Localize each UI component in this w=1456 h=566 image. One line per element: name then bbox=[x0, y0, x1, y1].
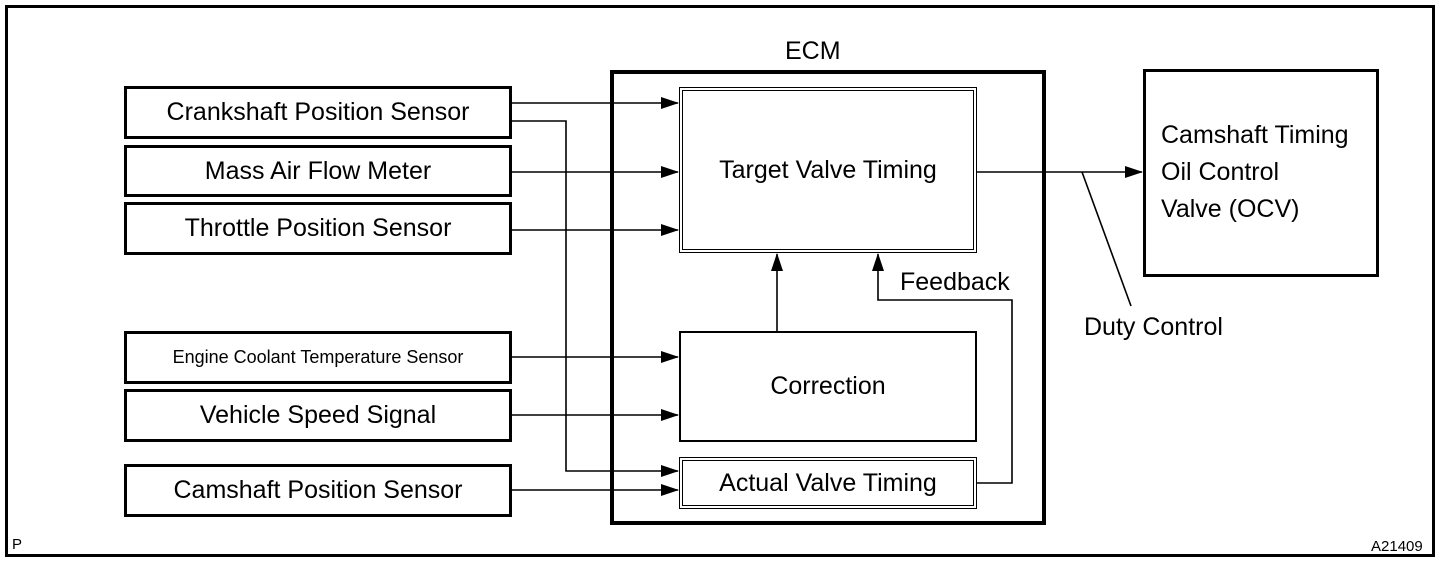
ocv-label-line2: Oil Control bbox=[1161, 158, 1280, 186]
input-crankshaft-position-sensor: Crankshaft Position Sensor bbox=[124, 86, 512, 139]
input-throttle-position-sensor: Throttle Position Sensor bbox=[124, 202, 512, 255]
ocv-label-line1: Camshaft Timing bbox=[1161, 121, 1349, 149]
corner-code-right: A21409 bbox=[1371, 538, 1423, 555]
ecm-title: ECM bbox=[785, 37, 841, 65]
duty-control-label: Duty Control bbox=[1084, 313, 1223, 341]
input-engine-coolant-temperature-sensor: Engine Coolant Temperature Sensor bbox=[124, 331, 512, 384]
actual-valve-timing-block: Actual Valve Timing bbox=[679, 457, 977, 509]
ecm-block bbox=[610, 70, 1046, 525]
ocv-output-box: Camshaft Timing Oil Control Valve (OCV) bbox=[1143, 69, 1379, 277]
feedback-arrow bbox=[872, 253, 1013, 484]
crankshaft-to-actual-arrow bbox=[512, 120, 679, 477]
input-mass-air-flow-meter: Mass Air Flow Meter bbox=[124, 145, 512, 197]
input-vehicle-speed-signal: Vehicle Speed Signal bbox=[124, 389, 512, 442]
diagram-frame bbox=[5, 5, 1435, 557]
correction-block: Correction bbox=[679, 331, 977, 442]
target-valve-timing-block: Target Valve Timing bbox=[679, 87, 977, 253]
input-camshaft-position-sensor: Camshaft Position Sensor bbox=[124, 464, 512, 517]
ocv-label-line3: Valve (OCV) bbox=[1161, 195, 1300, 223]
duty-control-leader bbox=[1081, 171, 1132, 307]
corner-code-left: P bbox=[12, 536, 23, 553]
feedback-label: Feedback bbox=[900, 268, 1010, 296]
